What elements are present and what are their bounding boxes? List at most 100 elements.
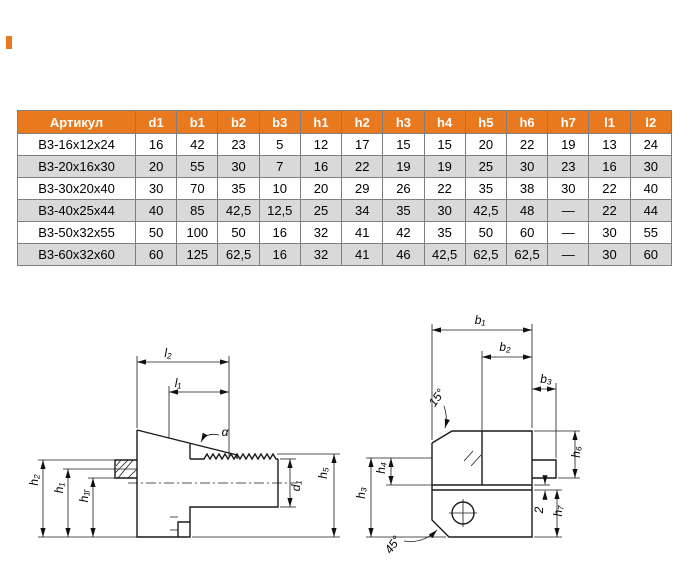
value-cell: 30 — [629, 155, 673, 178]
value-cell: 10 — [258, 177, 301, 200]
dim-label-d1: d₁ — [289, 481, 303, 492]
value-cell: 15 — [423, 133, 466, 156]
value-cell: 20 — [134, 155, 178, 178]
value-cell: 60 — [629, 243, 673, 266]
column-header-d1: d1 — [134, 110, 178, 134]
column-header-l2: l2 — [629, 110, 673, 134]
value-cell: 30 — [217, 155, 260, 178]
value-cell: 30 — [423, 199, 466, 222]
value-cell: 30 — [588, 221, 631, 244]
dim-label-h6: h₆ — [569, 446, 583, 458]
value-cell: 17 — [341, 133, 384, 156]
article-cell: B3-20x16x30 — [17, 155, 136, 178]
value-cell: 62,5 — [464, 243, 507, 266]
value-cell: 7 — [258, 155, 301, 178]
front-view-details — [449, 450, 482, 527]
dim-label-b2: b₂ — [499, 340, 511, 354]
dim-label-h1r: h₁ᵣ — [77, 489, 91, 502]
article-cell: B3-40x25x44 — [17, 199, 136, 222]
front-view-drawing: b₁ b₂ b₃ 15° h₄ h₃ h₆ h₇ 2 45° — [354, 313, 583, 556]
value-cell: 46 — [382, 243, 425, 266]
value-cell: 60 — [505, 221, 549, 244]
value-cell: 20 — [464, 133, 507, 156]
value-cell: 29 — [341, 177, 384, 200]
dim-label-h2: h₂ — [27, 474, 41, 486]
dim-label-l2: l₂ — [164, 346, 172, 360]
value-cell: 50 — [134, 221, 178, 244]
value-cell: 16 — [134, 133, 178, 156]
value-cell: 44 — [629, 199, 673, 222]
front-view-outline — [431, 430, 557, 538]
value-cell: 16 — [258, 221, 301, 244]
value-cell: 20 — [299, 177, 343, 200]
value-cell: 55 — [176, 155, 219, 178]
value-cell: 50 — [464, 221, 507, 244]
value-cell: 60 — [134, 243, 178, 266]
value-cell: 30 — [505, 155, 549, 178]
dim-label-gap2: 2 — [532, 506, 546, 514]
value-cell: 42 — [382, 221, 425, 244]
value-cell: — — [547, 199, 590, 222]
angle45-leader-line — [403, 529, 438, 542]
value-cell: 25 — [464, 155, 507, 178]
side-view-extension-lines — [38, 356, 340, 538]
value-cell: 62,5 — [217, 243, 260, 266]
bottom-notch — [177, 521, 190, 537]
column-header-h1: h1 — [299, 110, 343, 134]
value-cell: 32 — [299, 221, 343, 244]
value-cell: 125 — [176, 243, 219, 266]
value-cell: 34 — [341, 199, 384, 222]
value-cell: 22 — [588, 199, 631, 222]
dim-label-alpha: α — [222, 425, 230, 439]
value-cell: 35 — [423, 221, 466, 244]
value-cell: 12,5 — [258, 199, 301, 222]
value-cell: 24 — [629, 133, 673, 156]
front-tab — [532, 459, 557, 479]
technical-drawings: l₂ l₁ α h₂ h₁ h₁ᵣ d₁ h₅ — [27, 313, 583, 556]
value-cell: 19 — [547, 133, 590, 156]
value-cell: 19 — [382, 155, 425, 178]
value-cell: 22 — [505, 133, 549, 156]
value-cell: 23 — [547, 155, 590, 178]
column-header-h5: h5 — [464, 110, 507, 134]
column-header-l1: l1 — [588, 110, 631, 134]
value-cell: 22 — [341, 155, 384, 178]
value-cell: — — [547, 221, 590, 244]
value-cell: 26 — [382, 177, 425, 200]
value-cell: 35 — [217, 177, 260, 200]
value-cell: 23 — [217, 133, 260, 156]
article-cell: B3-30x20x40 — [17, 177, 136, 200]
front-view-labels: b₁ b₂ b₃ 15° h₄ h₃ h₆ h₇ 2 45° — [354, 313, 583, 556]
dim-label-h4: h₄ — [374, 462, 388, 474]
value-cell: 55 — [629, 221, 673, 244]
value-cell: 16 — [299, 155, 343, 178]
shank-serration — [190, 452, 278, 461]
value-cell: 42 — [176, 133, 219, 156]
value-cell: 48 — [505, 199, 549, 222]
article-cell: B3-60x32x60 — [17, 243, 136, 266]
value-cell: 16 — [588, 155, 631, 178]
value-cell: 30 — [134, 177, 178, 200]
value-cell: 70 — [176, 177, 219, 200]
article-cell: B3-16x12x24 — [17, 133, 136, 156]
dim-label-b3: b₃ — [540, 372, 552, 386]
column-header-h6: h6 — [505, 110, 549, 134]
value-cell: 25 — [299, 199, 343, 222]
value-cell: 35 — [464, 177, 507, 200]
value-cell: 32 — [299, 243, 343, 266]
column-header-h4: h4 — [423, 110, 466, 134]
column-header-b3: b3 — [258, 110, 301, 134]
column-header-h7: h7 — [547, 110, 590, 134]
value-cell: 42,5 — [464, 199, 507, 222]
value-cell: 12 — [299, 133, 343, 156]
side-view-dimension-lines — [40, 359, 337, 537]
